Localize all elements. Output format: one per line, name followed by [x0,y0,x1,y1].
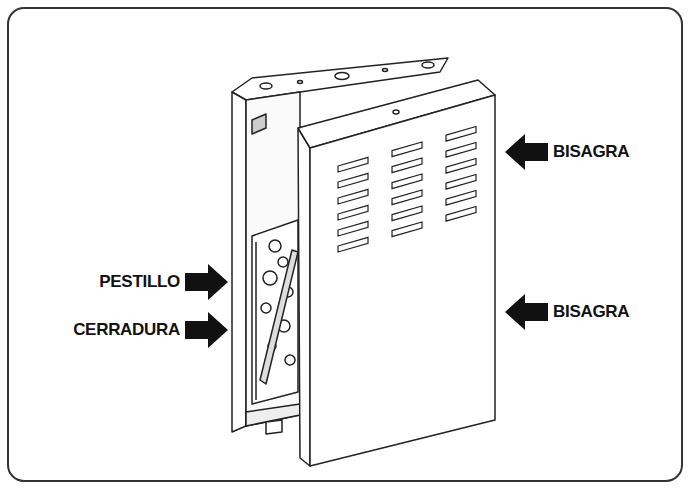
arrow [185,264,228,300]
vent-slot [338,173,368,188]
arrow [185,312,228,348]
vent-slot [446,207,476,222]
part-label: BISAGRA [553,142,629,162]
vent-slot [446,127,476,142]
vent-slot [446,143,476,158]
vent-slot [392,142,422,157]
vent-slot [446,175,476,190]
enclosure-body [232,58,495,466]
vent-slot [338,205,368,220]
vent-slot [392,190,422,205]
vent-slot [338,189,368,204]
vent-slot [338,221,368,236]
vent-slot [392,222,422,237]
part-label: CERRADURA [73,320,180,340]
vent-slot [446,191,476,206]
vent-slot [392,206,422,221]
vent-slot [446,159,476,174]
arrow [505,294,548,330]
vent-slot [392,174,422,189]
vent-slots [338,127,476,253]
vent-slot [338,237,368,252]
arrow [505,134,548,170]
pointer-arrows [185,134,548,348]
part-label: BISAGRA [553,302,629,322]
vent-slot [392,158,422,173]
part-label: PESTILLO [99,272,180,292]
frame-border [8,8,682,481]
vent-slot [338,157,368,172]
